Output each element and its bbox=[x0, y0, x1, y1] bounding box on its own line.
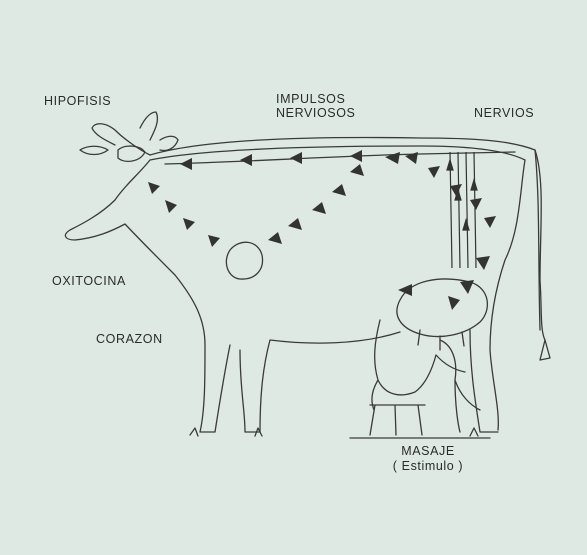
nerve-vertical-arrow-1 bbox=[447, 160, 453, 170]
udder-arrow-4 bbox=[484, 216, 496, 228]
nerve-vertical-4 bbox=[474, 152, 476, 268]
label-impulsos: IMPULSOS bbox=[276, 93, 345, 106]
cow-eye-patch bbox=[118, 146, 145, 161]
blood-arrow-6 bbox=[288, 218, 302, 230]
nerve-arrow-5 bbox=[385, 152, 400, 164]
blood-arrow-4 bbox=[208, 235, 220, 247]
nerve-arrow-2 bbox=[240, 154, 252, 166]
nerve-vertical-3 bbox=[466, 152, 468, 268]
blood-arrow-8 bbox=[332, 184, 346, 196]
heart-shape bbox=[226, 242, 262, 279]
blood-arrow-3 bbox=[183, 218, 195, 230]
milking-stool bbox=[370, 405, 425, 435]
label-nerviosos: NERVIOSOS bbox=[276, 107, 356, 120]
label-nervios: NERVIOS bbox=[474, 107, 534, 120]
udder-arrow-3 bbox=[470, 198, 482, 210]
udder-arrow-7 bbox=[448, 296, 460, 310]
blood-arrow-5 bbox=[268, 232, 282, 244]
udder-arrow-2 bbox=[450, 184, 462, 196]
milker-figure bbox=[372, 320, 480, 432]
nerve-arrow-1 bbox=[180, 158, 192, 170]
blood-arrow-1 bbox=[148, 182, 160, 194]
nerve-vertical-arrow-4 bbox=[471, 180, 477, 190]
massage-arrow bbox=[398, 284, 412, 296]
label-hipofisis: HIPOFISIS bbox=[44, 95, 111, 108]
blood-arrow-2 bbox=[165, 200, 177, 213]
ground-tufts bbox=[190, 428, 490, 438]
nerve-line bbox=[165, 152, 515, 164]
label-estimulo: ( Estimulo ) bbox=[380, 460, 476, 473]
blood-arrow-7 bbox=[312, 202, 326, 214]
blood-arrow-9 bbox=[350, 164, 364, 176]
udder-arrow-6 bbox=[460, 280, 474, 294]
cow-head bbox=[80, 112, 178, 155]
udder-arrow-5 bbox=[476, 256, 490, 270]
nerve-arrow-3 bbox=[290, 152, 302, 164]
nerve-arrow-4 bbox=[350, 150, 362, 162]
label-corazon: CORAZON bbox=[96, 333, 163, 346]
udder-arrow-1 bbox=[428, 166, 440, 178]
label-oxitocina: OXITOCINA bbox=[52, 275, 126, 288]
nerve-vertical-arrow-3 bbox=[463, 220, 469, 230]
label-masaje: MASAJE bbox=[388, 445, 468, 458]
nerve-vertical-2 bbox=[458, 152, 460, 268]
